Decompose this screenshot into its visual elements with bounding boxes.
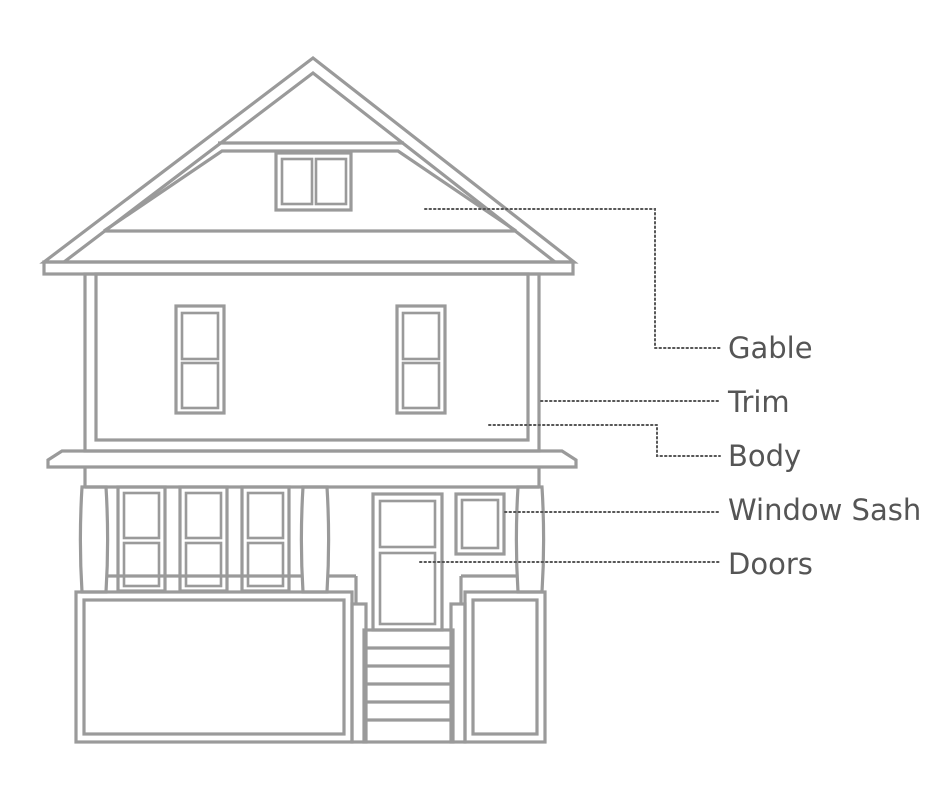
body-leader bbox=[488, 424, 721, 457]
roof bbox=[39, 55, 579, 276]
gable-leader bbox=[424, 208, 721, 349]
gable-label: Gable bbox=[728, 331, 813, 365]
porch-walls bbox=[74, 574, 547, 744]
body-label: Body bbox=[728, 439, 802, 473]
side-window bbox=[454, 492, 506, 556]
upper-body bbox=[83, 272, 541, 453]
trim-label: Trim bbox=[728, 385, 790, 419]
front-door bbox=[371, 492, 444, 632]
upper-window-left bbox=[174, 304, 226, 415]
doors-label: Doors bbox=[728, 547, 813, 581]
porch-roof bbox=[46, 449, 578, 489]
upper-window-right bbox=[395, 304, 447, 415]
front-steps bbox=[350, 602, 467, 744]
leader-lines bbox=[419, 208, 721, 563]
gable-window bbox=[274, 151, 353, 212]
porch-windows bbox=[106, 485, 303, 593]
window-sash-label: Window Sash bbox=[728, 493, 922, 527]
